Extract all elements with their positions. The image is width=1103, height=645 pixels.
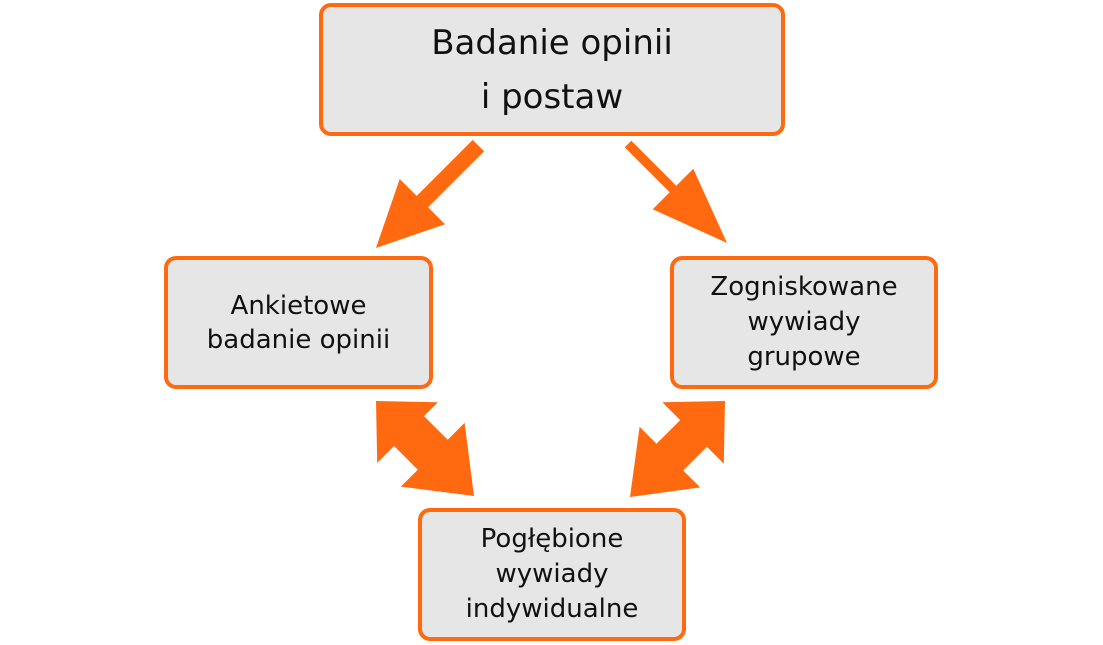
node-poglebione-wywiady-indywidualne: Pogłębione wywiady indywidualne (418, 508, 686, 641)
node-label-line: wywiady (495, 559, 609, 589)
node-label-line: grupowe (747, 342, 861, 372)
node-ankietowe-badanie-opinii: Ankietowe badanie opinii (164, 256, 433, 389)
node-label-line: Badanie opinii (431, 22, 673, 63)
node-zogniskowane-wywiady-grupowe: Zogniskowane wywiady grupowe (670, 256, 938, 389)
node-label-line: i postaw (480, 76, 624, 117)
node-label-line: Pogłębione (480, 524, 624, 554)
arrow-top-to-right (624, 140, 727, 243)
node-label-line: wywiady (747, 307, 861, 337)
node-label-line: Zogniskowane (710, 272, 898, 302)
arrow-left-bottom (376, 401, 474, 496)
arrow-right-bottom (630, 401, 725, 497)
node-label-line: badanie opinii (206, 324, 391, 355)
arrow-top-to-left (376, 139, 485, 248)
node-badanie-opinii-i-postaw: Badanie opinii i postaw (319, 3, 785, 136)
node-label-line: Ankietowe (230, 290, 367, 321)
node-label-line: indywidualne (465, 594, 639, 624)
